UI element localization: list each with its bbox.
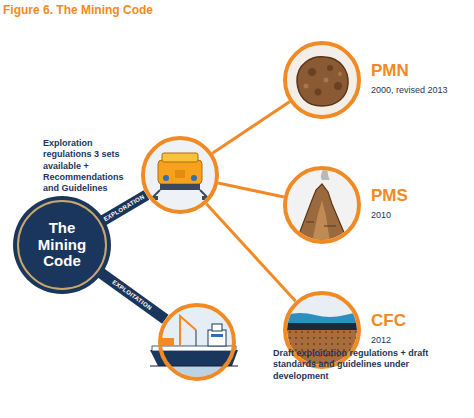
resource-date: 2010 — [371, 210, 391, 220]
node-note: Exploration regulations 3 sets available… — [43, 138, 139, 194]
figure-title: Figure 6. The Mining Code — [3, 3, 153, 17]
resource-date: 2012 — [371, 335, 391, 345]
topic-circle: PMN2000, revised 2013 — [283, 41, 361, 119]
nodule-illustration — [287, 45, 357, 115]
connector — [218, 183, 284, 197]
edge-label: EXPLOITATION — [109, 277, 155, 313]
topic-circle: Draft exploitation regulations + draft s… — [158, 303, 236, 381]
resource-date: 2000, revised 2013 — [371, 85, 448, 95]
node-title: The Mining Code — [29, 220, 95, 270]
connector — [99, 271, 166, 319]
ship-illustration — [150, 307, 238, 378]
resource-abbr: PMS — [371, 186, 408, 206]
edge-label: EXPLORATION — [100, 192, 147, 224]
topic-circle: PMS2010 — [283, 166, 361, 244]
rov-illustration — [145, 140, 215, 210]
node-note: Draft exploitation regulations + draft s… — [273, 348, 463, 382]
chimney-illustration — [287, 164, 357, 242]
resource-abbr: PMN — [371, 61, 409, 81]
crust-illustration — [285, 293, 360, 370]
topic-circle: Exploration regulations 3 sets available… — [141, 136, 219, 214]
hub-circle: The Mining Code — [17, 200, 107, 290]
resource-abbr: CFC — [371, 311, 406, 331]
connector — [206, 204, 295, 301]
connector — [212, 102, 289, 154]
